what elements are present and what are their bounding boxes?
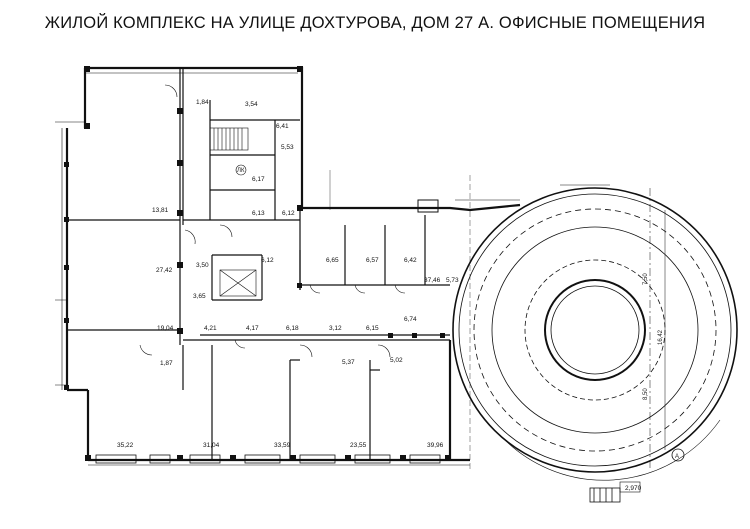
- room-area: 6,12: [261, 257, 274, 264]
- room-area: 6,12: [282, 210, 295, 217]
- room-area: 27,42: [156, 267, 173, 274]
- room-area: 1,87: [160, 360, 173, 367]
- room-area: 31,04: [203, 442, 220, 449]
- room-area: 19,04: [157, 325, 174, 332]
- axis-mark: A: [675, 454, 679, 460]
- stair-mark: [235, 164, 247, 176]
- dimension-label: 16,42: [658, 329, 664, 345]
- room-area: 4,17: [246, 325, 259, 332]
- room-area: 35,22: [117, 442, 134, 449]
- room-area: 3,54: [245, 101, 258, 108]
- circular-hall: [452, 184, 738, 503]
- room-area: 3,65: [193, 293, 206, 300]
- room-area: 6,65: [326, 257, 339, 264]
- room-area: 39,96: [427, 442, 444, 449]
- room-area: 13,81: [152, 207, 169, 214]
- room-area: 6,13: [252, 210, 265, 217]
- room-area: 5,37: [342, 359, 355, 366]
- room-areas: 1,84 3,54 6,41 5,53 6,17 6,13 6,12 13,81…: [117, 99, 642, 492]
- room-area: 5,02: [390, 357, 403, 364]
- room-area: 6,18: [286, 325, 299, 332]
- room-area: 23,55: [350, 442, 367, 449]
- windows: [95, 454, 441, 464]
- stair: [209, 127, 257, 297]
- room-area: 4,21: [204, 325, 217, 332]
- room-area: 5,73: [446, 277, 459, 284]
- room-area: 6,57: [366, 257, 379, 264]
- partitions: [67, 68, 450, 460]
- columns: [64, 66, 451, 461]
- outer-walls: [65, 66, 521, 462]
- room-area: 3,12: [329, 325, 342, 332]
- room-area: 33,59: [274, 442, 291, 449]
- room-area: 6,15: [366, 325, 379, 332]
- room-area: 6,17: [252, 176, 265, 183]
- room-area: 3,50: [196, 262, 209, 269]
- doors: [139, 84, 406, 358]
- page-title: ЖИЛОЙ КОМПЛЕКС НА УЛИЦЕ ДОХТУРОВА, ДОМ 2…: [44, 14, 706, 32]
- room-area: 6,41: [276, 123, 289, 130]
- room-area: 37,46: [424, 277, 441, 284]
- dimension-label: 7,50: [643, 273, 649, 285]
- stair-mark-label: ЛК: [237, 168, 245, 174]
- room-area: 2,970: [625, 485, 642, 492]
- room-area: 6,42: [404, 257, 417, 264]
- room-area: 6,74: [404, 316, 417, 323]
- room-area: 1,84: [196, 99, 209, 106]
- room-area: 5,53: [281, 144, 294, 151]
- dimension-label: 8,50: [643, 388, 649, 400]
